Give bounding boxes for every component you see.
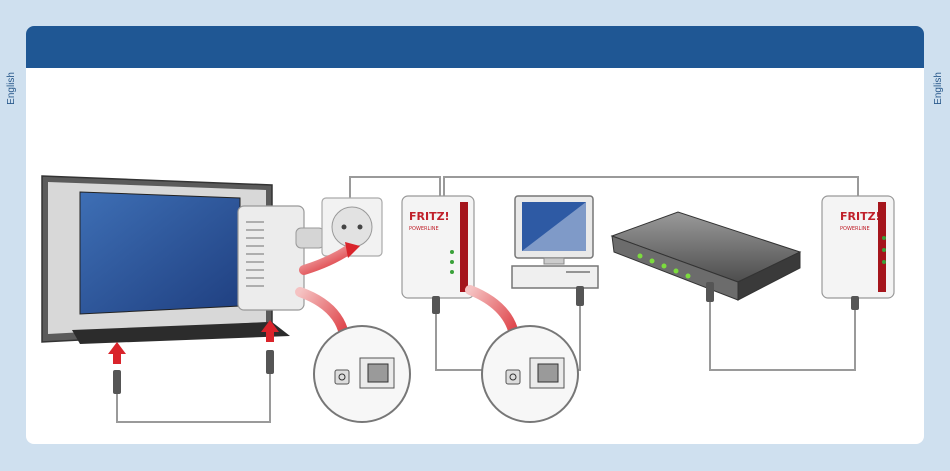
port-detail-zoom-center: [482, 326, 578, 422]
fritz-powerline-adapter-center: FRITZ! POWERLINE: [402, 196, 474, 298]
adapter-brand-label: FRITZ!: [409, 210, 450, 223]
computer-icon: [512, 196, 598, 288]
adapter-sub-label-right: POWERLINE: [840, 226, 870, 232]
adapter-sub-label: POWERLINE: [409, 226, 439, 232]
adapter-brand-label-right: FRITZ!: [840, 210, 881, 223]
port-detail-zoom-left: [314, 326, 410, 422]
fritz-powerline-adapter-right: FRITZ! POWERLINE: [822, 196, 894, 298]
